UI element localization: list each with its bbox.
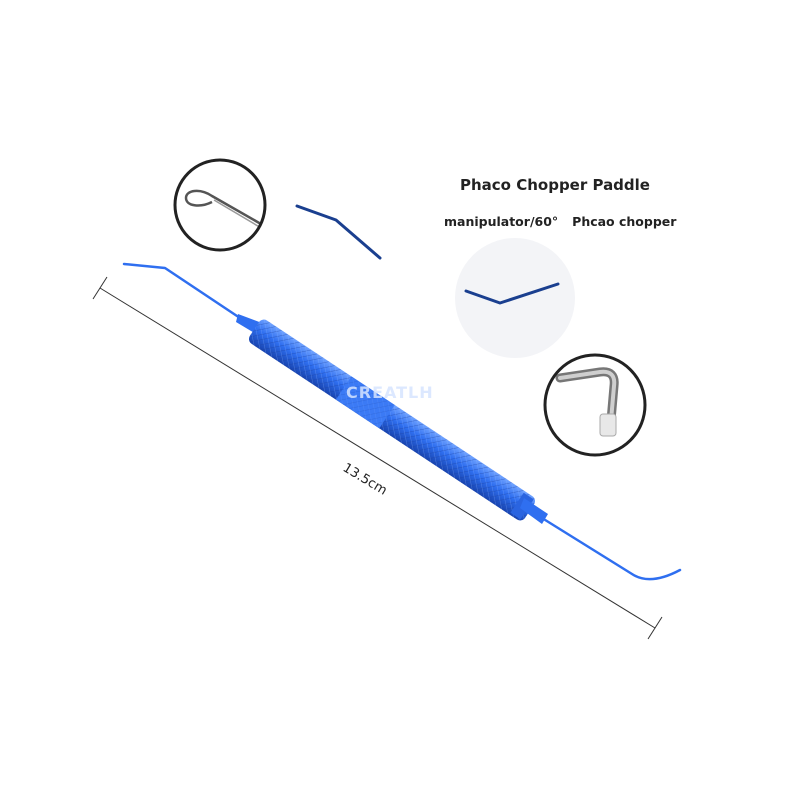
detail-circle-60-tip <box>455 238 575 358</box>
detail-circle-hook <box>543 353 647 457</box>
subtitle-left: manipulator/60° <box>444 214 559 229</box>
product-subtitle: manipulator/60° Phcao chopper <box>444 214 676 229</box>
subtitle-right: Phcao chopper <box>572 214 677 229</box>
detail-circle-loop <box>173 158 267 252</box>
measurement-line <box>92 276 663 640</box>
length-label: 13.5cm <box>340 461 390 499</box>
product-title: Phaco Chopper Paddle <box>460 176 650 194</box>
angled-tip-detail-1 <box>295 204 382 260</box>
watermark: CREATLH <box>346 383 434 402</box>
instrument <box>122 262 682 581</box>
